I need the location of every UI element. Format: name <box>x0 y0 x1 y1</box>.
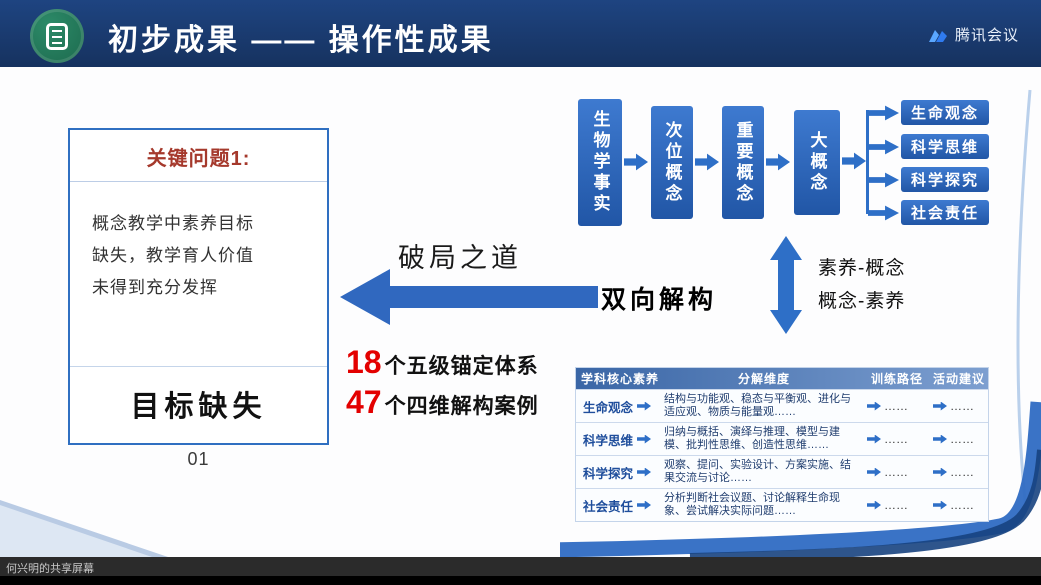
path-cell: …… <box>864 498 930 512</box>
output-node-scientific-thinking: 科学思维 <box>901 134 989 159</box>
mini-arrow-icon <box>933 401 947 411</box>
competency-cell: 科学思维 <box>576 430 664 449</box>
competency-label: 生命观念 <box>583 400 634 415</box>
shared-screen-label: 何兴明的共享屏幕 <box>6 563 94 575</box>
path-cell: …… <box>864 432 930 446</box>
path-value: …… <box>884 465 908 479</box>
flow-node-important-concepts: 重要概念 <box>722 106 764 219</box>
flow-node-label: 重要概念 <box>733 120 753 205</box>
stat-number: 18 <box>346 344 382 380</box>
mini-arrow-icon <box>933 467 947 477</box>
mini-arrow-icon <box>933 434 947 444</box>
table-row: 生命观念 结构与功能观、稳态与平衡观、进化与适应观、物质与能量观…… …… …… <box>576 389 988 422</box>
competency-cell: 科学探究 <box>576 463 664 482</box>
slide-title: 初步成果 —— 操作性成果 <box>108 24 494 57</box>
meeting-logo-icon <box>928 29 947 42</box>
big-left-arrow-icon <box>340 269 598 325</box>
competency-cell: 社会责任 <box>576 496 664 515</box>
stat-number: 47 <box>346 384 382 420</box>
mini-arrow-icon <box>637 500 652 510</box>
path-value: …… <box>884 399 908 413</box>
slide-header-banner: 初步成果 —— 操作性成果 腾讯会议 <box>0 0 1041 67</box>
mini-arrow-icon <box>637 434 652 444</box>
activity-value: …… <box>950 432 974 446</box>
table-row: 社会责任 分析判断社会议题、讨论解释生命现象、尝试解决实际问题…… …… …… <box>576 488 988 521</box>
conclusion-label: 目标缺失 <box>130 391 267 423</box>
path-cell: …… <box>864 465 930 479</box>
breakthrough-label: 破局之道 <box>398 243 522 273</box>
output-node-social-responsibility: 社会责任 <box>901 200 989 225</box>
output-node-scientific-inquiry: 科学探究 <box>901 167 989 192</box>
column-header: 训练路径 <box>870 372 923 386</box>
body-line: 概念教学中素养目标 <box>92 214 254 233</box>
key-problem-body: 概念教学中素养目标 缺失，教学育人价值 未得到充分发挥 <box>92 208 309 304</box>
stat-deconstruction-cases: 47 个四维解构案例 <box>346 384 539 421</box>
body-line: 缺失，教学育人价值 <box>92 246 254 265</box>
table-row: 科学思维 归纳与概括、演绎与推理、模型与建模、批判性思维、创造性思维…… …… … <box>576 422 988 455</box>
mini-arrow-icon <box>867 434 881 444</box>
document-icon <box>46 22 68 50</box>
mini-arrow-icon <box>867 467 881 477</box>
flow-node-secondary-concepts: 次位概念 <box>651 106 693 219</box>
column-header: 活动建议 <box>932 372 985 386</box>
stat-label: 个四维解构案例 <box>384 395 539 418</box>
column-header: 学科核心素养 <box>580 372 659 386</box>
mini-arrow-icon <box>637 467 652 477</box>
activity-cell: …… <box>930 498 988 512</box>
key-problem-conclusion-section: 目标缺失 <box>70 366 327 443</box>
key-problem-title: 关键问题1: <box>146 148 251 170</box>
competency-label: 科学探究 <box>583 466 634 481</box>
document-badge <box>30 9 84 63</box>
activity-value: …… <box>950 465 974 479</box>
key-problem-box: 关键问题1: 概念教学中素养目标 缺失，教学育人价值 未得到充分发挥 目标缺失 <box>68 128 329 445</box>
flow-node-label: 生物学事实 <box>590 110 610 215</box>
table-row: 科学探究 观察、提问、实验设计、方案实施、结果交流与讨论…… …… …… <box>576 455 988 488</box>
mini-arrow-icon <box>867 500 881 510</box>
dimensions-cell: 归纳与概括、演绎与推理、模型与建模、批判性思维、创造性思维…… <box>664 425 840 452</box>
meeting-app-name: 腾讯会议 <box>954 27 1019 44</box>
activity-cell: …… <box>930 432 988 446</box>
activity-cell: …… <box>930 465 988 479</box>
meeting-footer-bar: 何兴明的共享屏幕 <box>0 557 1041 585</box>
flow-node-biological-facts: 生物学事实 <box>578 99 622 226</box>
path-value: …… <box>884 498 908 512</box>
activity-cell: …… <box>930 399 988 413</box>
double-vertical-arrow-icon <box>770 236 802 334</box>
flow-node-label: 大概念 <box>807 131 827 194</box>
column-header: 分解维度 <box>737 372 790 386</box>
path-cell: …… <box>864 399 930 413</box>
mini-arrow-icon <box>933 500 947 510</box>
stat-anchoring-system: 18 个五级锚定体系 <box>346 344 539 381</box>
competency-label: 科学思维 <box>583 433 634 448</box>
flow-node-label: 次位概念 <box>662 120 682 205</box>
mini-arrow-icon <box>637 401 652 411</box>
dimensions-cell: 观察、提问、实验设计、方案实施、结果交流与讨论…… <box>664 458 851 485</box>
dimensions-cell: 结构与功能观、稳态与平衡观、进化与适应观、物质与能量观…… <box>664 392 851 419</box>
activity-value: …… <box>950 498 974 512</box>
stat-label: 个五级锚定体系 <box>384 355 539 378</box>
flow-node-big-concepts: 大概念 <box>794 110 840 215</box>
activity-value: …… <box>950 399 974 413</box>
mapping-label-concept-competency: 概念-素养 <box>818 291 906 312</box>
problem-index: 01 <box>187 449 210 469</box>
dimensions-cell: 分析判断社会议题、讨论解释生命现象、尝试解决实际问题…… <box>664 491 840 518</box>
path-value: …… <box>884 432 908 446</box>
output-node-life-concept: 生命观念 <box>901 100 989 125</box>
table-header-row: 学科核心素养 分解维度 训练路径 活动建议 <box>576 368 988 389</box>
tencent-meeting-logo: 腾讯会议 <box>927 24 1019 45</box>
competency-cell: 生命观念 <box>576 397 664 416</box>
branch-connector-line <box>866 110 869 214</box>
competency-table: 学科核心素养 分解维度 训练路径 活动建议 生命观念 结构与功能观、稳态与平衡观… <box>575 367 989 522</box>
body-line: 未得到充分发挥 <box>92 278 218 297</box>
mapping-label-competency-concept: 素养-概念 <box>818 258 906 279</box>
bottom-black-bar <box>0 576 1041 585</box>
mini-arrow-icon <box>867 401 881 411</box>
competency-label: 社会责任 <box>583 499 634 514</box>
divider <box>70 181 327 182</box>
bidirectional-deconstruction-label: 双向解构 <box>601 286 718 314</box>
